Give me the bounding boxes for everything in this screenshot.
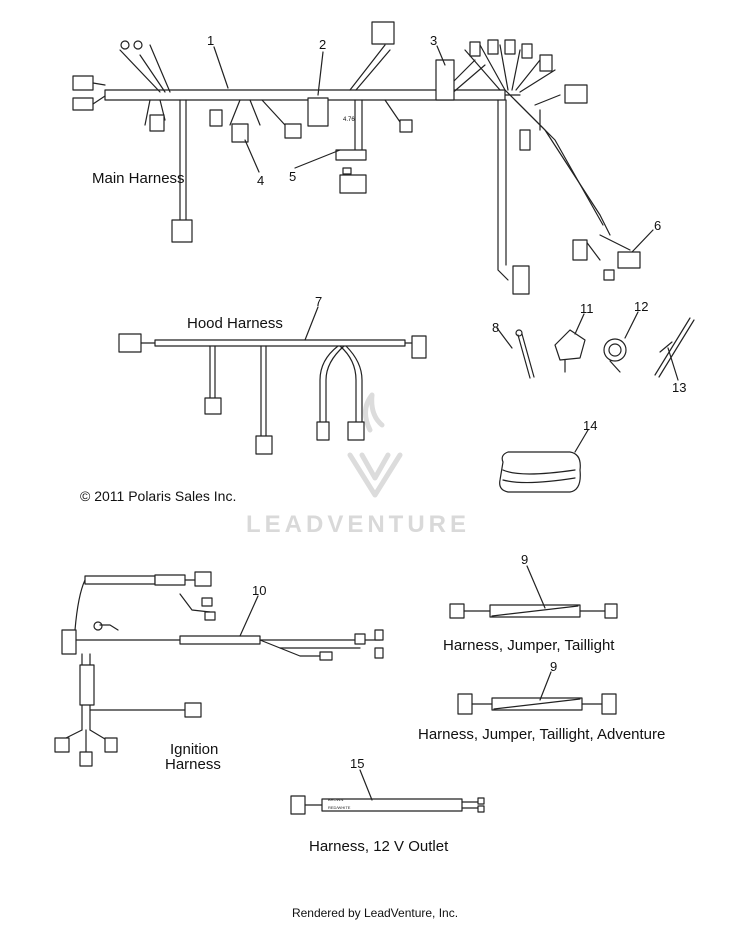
callout-15: 15 [350,756,365,771]
callout-4: 4 [257,173,265,188]
jumper-taillight-adventure-harness [457,693,617,715]
part-11-clip [554,329,586,373]
callout-6: 6 [654,218,662,233]
main-harness-title: Main Harness [92,170,185,187]
hood-harness-title: Hood Harness [187,315,283,332]
callout-12: 12 [634,299,649,314]
main-harness [72,21,641,295]
leadventure-watermark-logo [347,392,403,498]
watermark-text: LEADVENTURE [246,511,471,538]
callout-9-taillight: 9 [521,552,529,567]
callout-14: 14 [583,418,598,433]
svg-text:BROWN: BROWN [328,797,343,802]
copyright-notice: © 2011 Polaris Sales Inc. [80,488,237,504]
callout-9-adventure: 9 [550,659,558,674]
callout-5: 5 [289,169,297,184]
ignition-harness [54,571,384,767]
callout-11: 11 [580,301,594,316]
part-14-conduit [499,451,581,493]
callout-10: 10 [252,583,267,598]
outlet-12v-harness: BROWN RED/WHITE [290,795,485,815]
callout-8: 8 [492,320,500,335]
ignition-harness-title-line1: Ignition [170,741,219,758]
callout-7: 7 [315,294,323,309]
caption-jumper-taillight-adventure: Harness, Jumper, Taillight, Adventure [418,726,666,743]
caption-jumper-taillight: Harness, Jumper, Taillight [443,637,615,654]
hood-harness [118,333,427,455]
ignition-harness-title-line2: Harness [165,756,221,773]
callout-2: 2 [319,37,327,52]
part-13-push-mount-tie [654,317,695,378]
footer-credit: Rendered by LeadVenture, Inc. [291,906,459,920]
connector-tag: 4.76 [343,117,355,123]
svg-text:RED/WHITE: RED/WHITE [328,805,351,810]
callout-1: 1 [207,33,215,48]
part-12-clamp [603,338,627,373]
callout-13: 13 [672,380,687,395]
part-8-tie-strap [515,329,535,379]
callout-3: 3 [430,33,438,48]
jumper-taillight-harness [449,603,618,619]
caption-12v-outlet: Harness, 12 V Outlet [309,838,449,855]
